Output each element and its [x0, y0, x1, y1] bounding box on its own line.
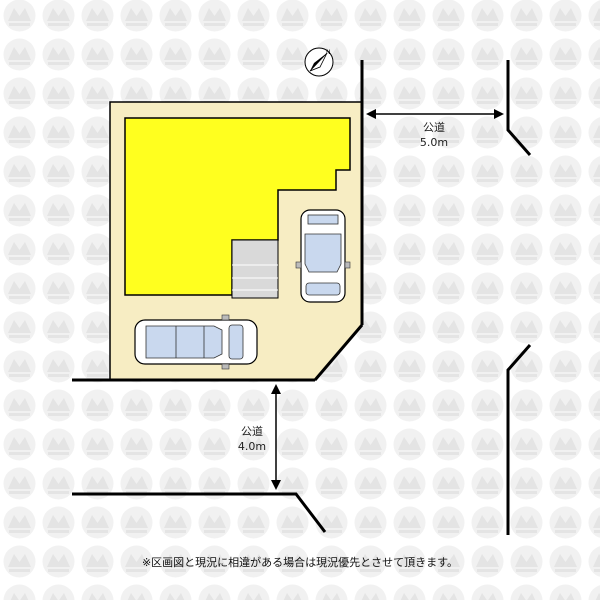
- disclaimer-note: ※区画図と現況に相違がある場合は現況優先とさせて頂きます。: [141, 556, 459, 569]
- dimension-arrow-south: [271, 384, 281, 490]
- car-icon: [134, 314, 258, 370]
- road-width: 4.0m: [237, 440, 267, 453]
- road-name: 公道: [241, 425, 263, 438]
- compass-icon: N: [304, 47, 334, 77]
- road-label-east: 公道 5.0m: [404, 120, 464, 150]
- entrance-stairs: [231, 239, 279, 299]
- road-name: 公道: [423, 121, 445, 134]
- road-edges: [72, 60, 532, 535]
- svg-text:N: N: [326, 49, 331, 56]
- building-footprint: [124, 117, 351, 296]
- dimension-arrow-east: [366, 109, 504, 119]
- road-width: 5.0m: [419, 136, 449, 149]
- car-icon: [295, 209, 351, 303]
- road-label-south: 公道 4.0m: [222, 424, 282, 454]
